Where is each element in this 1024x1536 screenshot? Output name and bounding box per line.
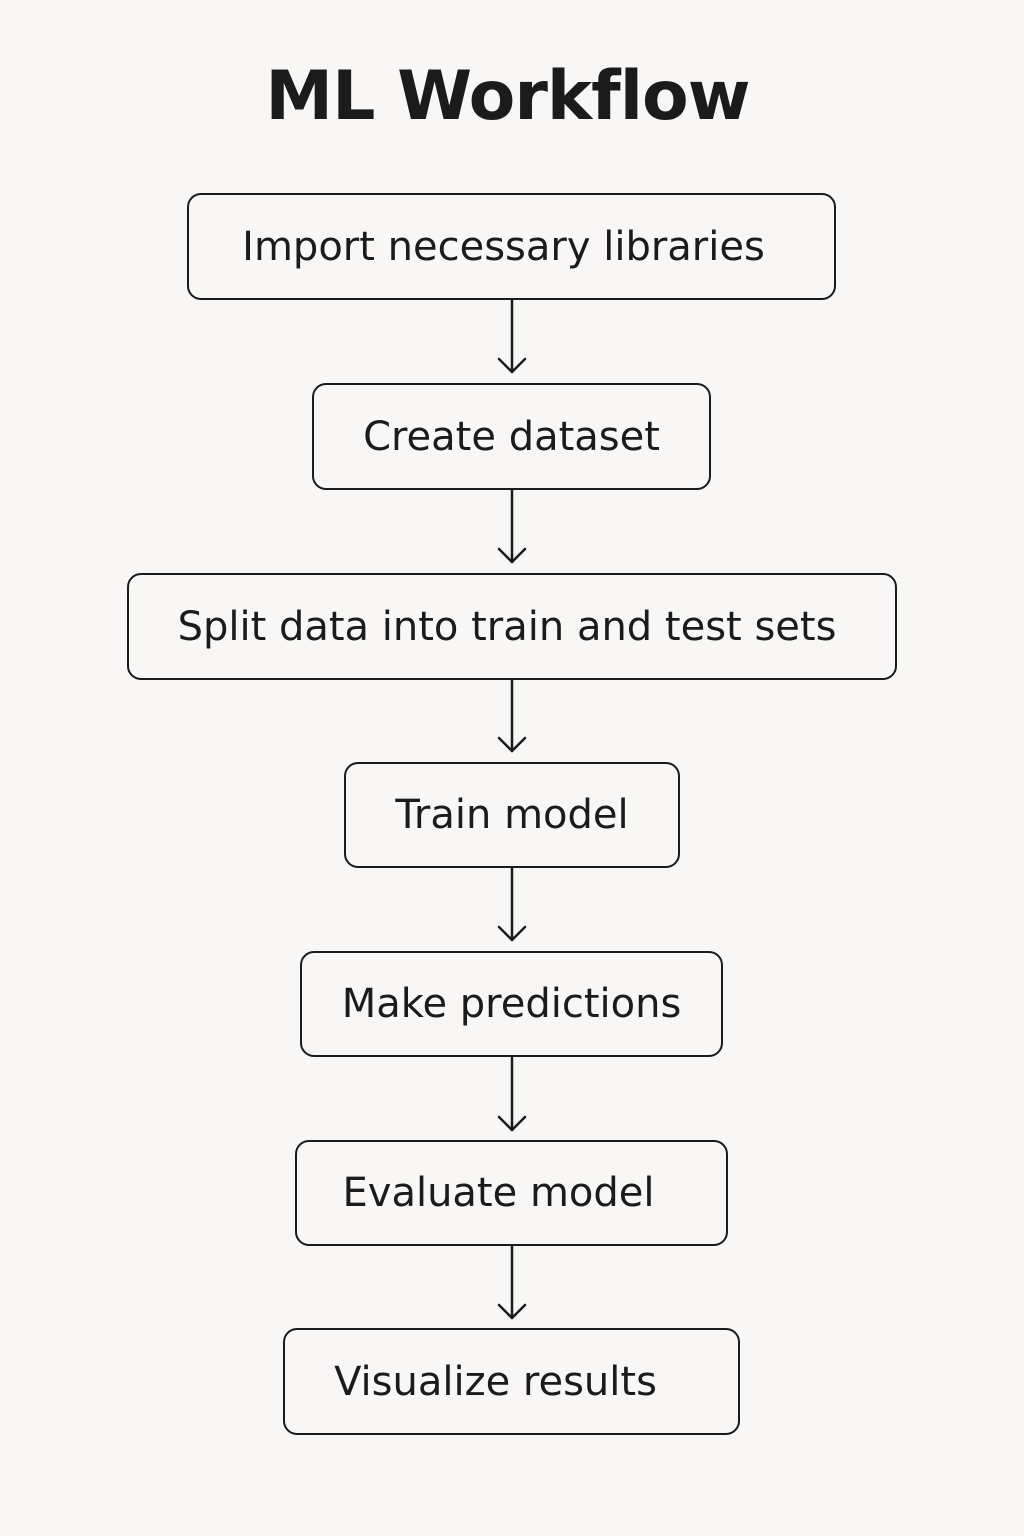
step-visualize-results: Visualize results: [283, 1328, 740, 1435]
step-label: Evaluate model: [342, 1170, 655, 1216]
arrow-6-to-7: [497, 1244, 527, 1320]
arrow-4-to-5: [497, 866, 527, 942]
step-label: Visualize results: [334, 1358, 657, 1405]
arrow-5-to-6: [497, 1055, 527, 1132]
arrow-1-to-2: [497, 298, 527, 374]
step-label: Import necessary libraries: [242, 223, 765, 270]
step-train-model: Train model: [344, 762, 680, 868]
arrow-2-to-3: [497, 488, 527, 564]
step-split-data: Split data into train and test sets: [127, 573, 897, 680]
step-import-libraries: Import necessary libraries: [187, 193, 836, 300]
step-label: Make predictions: [341, 981, 682, 1027]
step-create-dataset: Create dataset: [312, 383, 711, 490]
step-make-predictions: Make predictions: [300, 951, 723, 1057]
step-label: Split data into train and test sets: [177, 603, 837, 650]
arrow-3-to-4: [497, 678, 527, 753]
step-label: Train model: [395, 792, 629, 838]
diagram-title: ML Workflow: [265, 57, 750, 136]
step-evaluate-model: Evaluate model: [295, 1140, 728, 1246]
step-label: Create dataset: [363, 413, 660, 460]
